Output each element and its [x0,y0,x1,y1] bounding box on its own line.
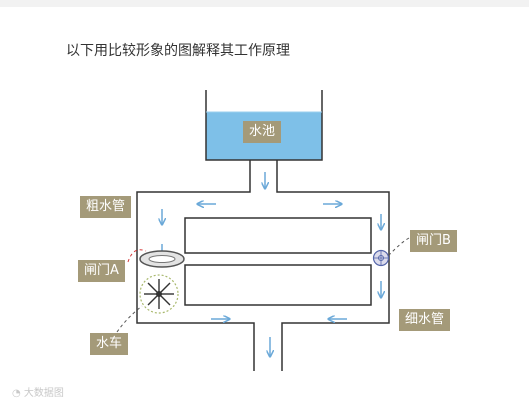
label-pool: 水池 [243,121,282,143]
label-gate-b: 闸门B [410,230,457,252]
watermark-text: 大数据图 [23,388,64,399]
watermark-logo-icon: ◔ [12,388,24,399]
waterwheel-icon [139,274,179,314]
upper-inner-block [184,217,372,254]
label-waterwheel: 水车 [90,333,129,355]
label-gate-a: 闸门A [78,260,125,282]
label-fine-pipe: 细水管 [399,309,451,331]
label-coarse-pipe: 粗水管 [80,196,132,218]
callout-waterwheel [116,305,143,333]
page-title: 以下用比较形象的图解释其工作原理 [66,43,290,59]
flow-arrows [162,172,381,356]
callout-gate-b [388,237,410,256]
gate-a-icon [139,250,185,268]
callout-lines [116,237,410,333]
watermark: ◔ 大数据图 [12,384,64,399]
pool-walls [205,90,323,161]
gate-b-icon [372,249,390,267]
lower-inner-block [184,264,372,306]
top-bar [0,0,529,7]
callout-gate-a [127,249,147,263]
